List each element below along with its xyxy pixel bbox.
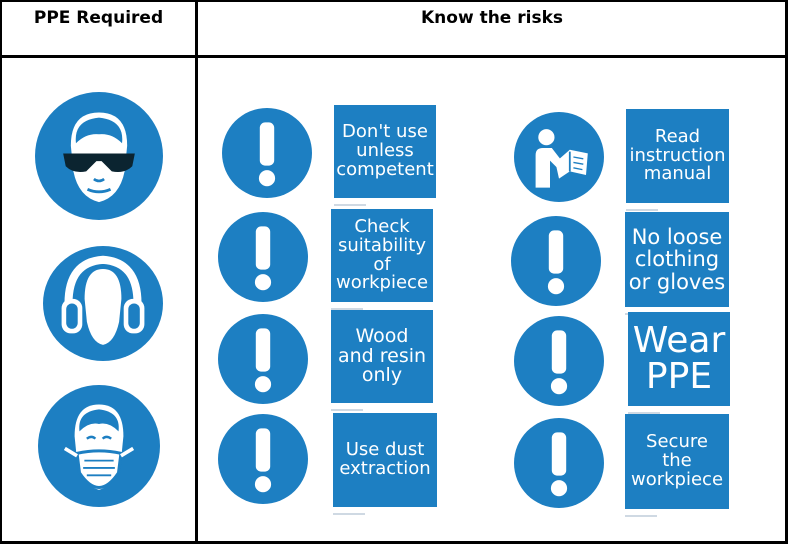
table-border-right (785, 0, 788, 544)
sign-dont-use-unless-competent: Don't use unless competent (334, 105, 436, 206)
sign-wear-ppe: Wear PPE (628, 312, 730, 414)
sign-use-dust-extraction: Use dust extraction (333, 413, 437, 515)
safety-glasses-icon (35, 92, 163, 220)
dust-mask-icon (38, 385, 160, 507)
sign-no-loose-clothing: No loose clothing or gloves (625, 212, 729, 315)
sign-check-suitability: Check suitability of workpiece (331, 209, 433, 310)
exclamation-icon (218, 314, 308, 404)
sign-secure-the-workpiece: Secure the workpiece (625, 414, 729, 517)
exclamation-icon (218, 414, 308, 504)
read-manual-icon (514, 112, 604, 202)
ear-defenders-icon (43, 246, 163, 361)
sign-wood-and-resin-only: Wood and resin only (331, 310, 433, 411)
exclamation-icon (222, 108, 312, 198)
column-divider (195, 0, 198, 544)
table-border-top (0, 0, 788, 2)
exclamation-icon (218, 212, 308, 302)
header-divider (0, 55, 788, 58)
table-border-bottom (0, 541, 788, 544)
exclamation-icon (511, 216, 601, 306)
table-border-left (0, 0, 2, 544)
header-know-the-risks: Know the risks (420, 8, 563, 28)
exclamation-icon (514, 316, 604, 406)
exclamation-icon (514, 418, 604, 508)
header-ppe-required: PPE Required (33, 8, 164, 28)
sign-read-instruction-manual: Read instruction manual (626, 109, 729, 211)
